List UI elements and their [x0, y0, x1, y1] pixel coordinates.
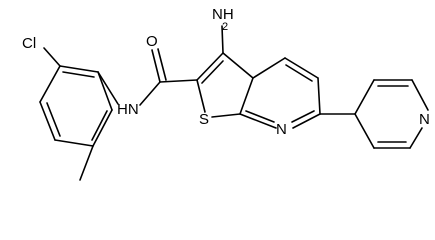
- bond: [196, 79, 206, 113]
- bond: [59, 65, 99, 73]
- amino-subscript: 2: [222, 21, 228, 33]
- bond: [151, 49, 161, 83]
- bond: [222, 52, 254, 79]
- bond: [54, 139, 94, 147]
- amide-nh-label: HN: [117, 101, 139, 118]
- bond: [354, 113, 375, 149]
- bond: [139, 81, 161, 106]
- pyridine-ring: [239, 57, 321, 129]
- amide-group: [139, 48, 198, 106]
- bond: [201, 60, 224, 84]
- pyridyl-ring: [319, 79, 429, 149]
- bond: [317, 77, 321, 115]
- pyridyl-nitrogen-label: N: [419, 111, 430, 128]
- bond: [284, 57, 319, 79]
- bond: [221, 25, 224, 54]
- thiophene-sulfur-label: S: [199, 111, 209, 128]
- pyridine-nitrogen-label: N: [276, 121, 287, 138]
- thiophene-ring: [196, 25, 254, 118]
- bond: [292, 113, 321, 129]
- carbonyl-oxygen-label: O: [146, 33, 158, 50]
- bond: [92, 109, 113, 147]
- chloro-label: Cl: [22, 35, 36, 52]
- bond: [39, 101, 56, 141]
- bond: [159, 79, 198, 83]
- bond: [46, 102, 61, 137]
- amino-label: NH: [212, 6, 234, 23]
- bond: [91, 110, 108, 141]
- bond: [196, 52, 224, 81]
- bond: [409, 127, 423, 149]
- bond: [252, 57, 286, 79]
- bond: [79, 145, 94, 181]
- bond: [62, 71, 95, 78]
- bond: [291, 110, 315, 123]
- bond: [239, 113, 277, 129]
- bond: [97, 71, 119, 105]
- bond: [39, 65, 61, 103]
- bond: [245, 110, 275, 123]
- bond: [43, 47, 61, 67]
- molecule-canvas: Cl HN O NH 2 S N N: [22, 6, 430, 181]
- bond: [354, 79, 375, 115]
- bond: [97, 71, 113, 111]
- bond: [157, 48, 167, 81]
- bond: [411, 79, 429, 111]
- bond: [285, 64, 313, 82]
- molecule-structure: Cl HN O NH 2 S N N: [22, 6, 430, 181]
- bond: [211, 113, 241, 118]
- bond: [239, 77, 254, 115]
- chlorotoluene-ring: [39, 47, 119, 181]
